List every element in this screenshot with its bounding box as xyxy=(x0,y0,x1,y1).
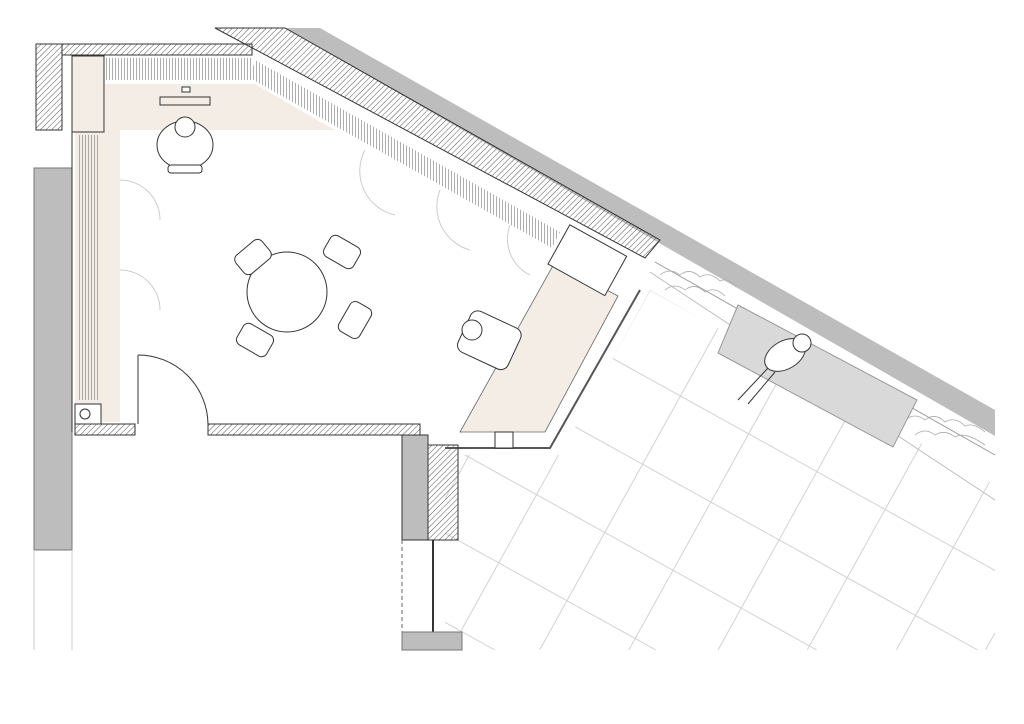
left-wall xyxy=(33,167,73,551)
corner-column xyxy=(35,43,63,131)
facade-post xyxy=(494,431,514,449)
wall-panel xyxy=(427,444,459,541)
chairs xyxy=(234,234,373,358)
sink-icon xyxy=(79,408,91,420)
curtain-arcs xyxy=(119,149,531,311)
planting xyxy=(659,270,986,446)
desk-workstation xyxy=(156,86,214,174)
lounge-chair xyxy=(457,310,522,371)
curtain-top xyxy=(105,58,253,80)
paving-joint xyxy=(445,532,657,650)
bottom-wall-right xyxy=(207,423,421,436)
floor-finish-top xyxy=(105,84,335,130)
top-wall xyxy=(61,43,253,56)
curtain-left xyxy=(78,135,98,400)
paving-joint xyxy=(985,632,995,650)
paving-joint xyxy=(445,443,818,650)
round-table xyxy=(246,251,328,333)
door xyxy=(137,354,209,425)
window-box xyxy=(547,224,628,297)
left-inner-wall xyxy=(71,55,105,133)
paving-joint xyxy=(895,471,995,650)
bottom-wall-left xyxy=(74,423,136,436)
curtain-diagonal xyxy=(250,60,560,248)
person-sitting xyxy=(737,333,812,405)
paving-joint xyxy=(445,621,496,650)
sink-unit xyxy=(74,403,102,425)
base-block xyxy=(401,631,463,651)
bench xyxy=(717,304,918,448)
diagonal-wall-insulation xyxy=(214,27,661,259)
paving-joint xyxy=(908,290,995,304)
facade-line xyxy=(445,289,641,449)
column xyxy=(401,434,429,541)
